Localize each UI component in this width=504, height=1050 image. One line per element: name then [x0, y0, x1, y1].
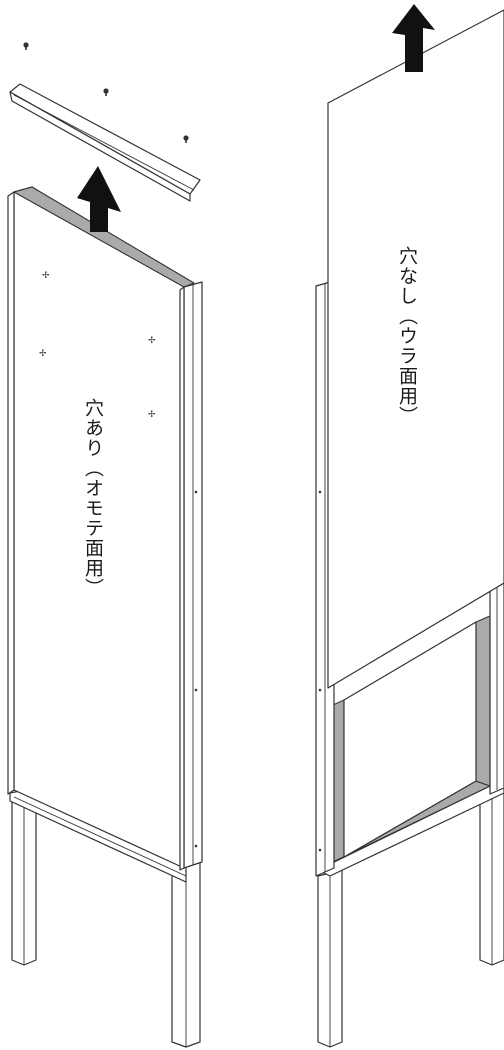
svg-text:✢: ✢ [148, 410, 156, 420]
top-cap-piece [9, 83, 201, 202]
svg-text:✢: ✢ [39, 349, 47, 359]
up-arrow-icon [392, 4, 435, 72]
back-frame-opening [332, 615, 491, 863]
front-right-frame-post [179, 281, 203, 871]
back-sign-assembly [315, 4, 504, 1048]
back-right-leg [479, 791, 504, 966]
front-top-channel [13, 186, 195, 288]
svg-text:✢: ✢ [42, 271, 50, 281]
front-panel-holes: ✢ ✢ ✢ ✢ [39, 271, 156, 420]
up-arrow-icon [77, 166, 121, 232]
svg-text:✢: ✢ [148, 336, 156, 346]
front-left-leg [11, 795, 37, 966]
front-right-leg [171, 861, 201, 1048]
front-left-frame-post [7, 191, 15, 795]
back-left-leg [317, 869, 343, 1048]
back-panel-label: 穴なし（ウラ面用） [396, 246, 418, 426]
front-sign-assembly: ✢ ✢ ✢ ✢ [7, 42, 203, 1048]
screw-icon [23, 42, 189, 143]
front-panel-label: 穴あり（オモテ面用） [82, 398, 104, 598]
back-panel-no-holes [327, 9, 504, 689]
